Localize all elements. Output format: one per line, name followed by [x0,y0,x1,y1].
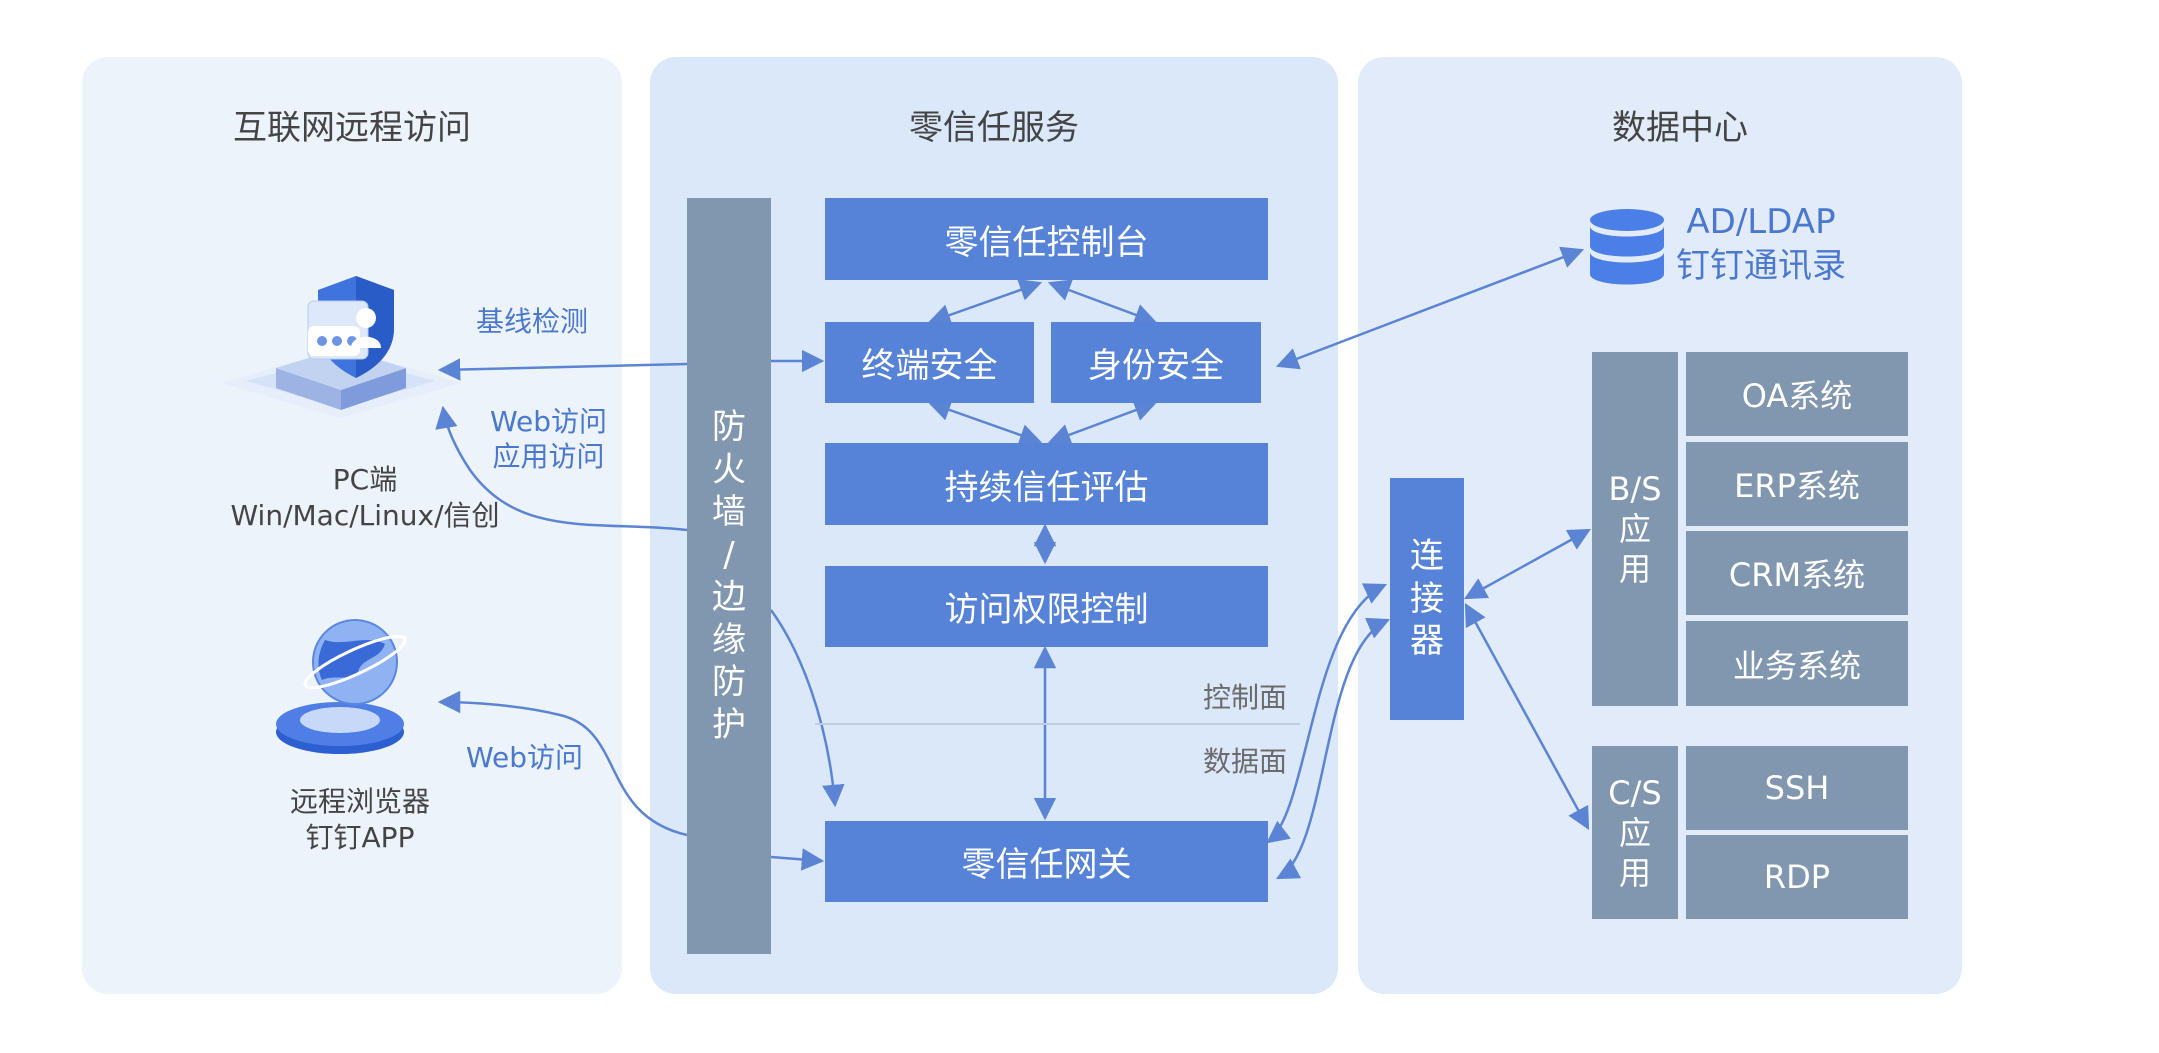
pc-shield-icon [221,276,461,418]
firewall-char: 边 [712,577,746,617]
zt-gateway-box: 零信任网关 [825,821,1268,902]
browser-client-line1: 远程浏览器 [289,785,430,818]
arrow-console-identity [1047,279,1158,326]
zt-console-box: 零信任控制台 [825,198,1268,280]
access-control-box: 访问权限控制 [825,566,1268,647]
web-app-access-label: Web访问 应用访问 [490,404,607,474]
firewall-char: 防 [712,662,746,702]
pc-client-line2: Win/Mac/Linux/信创 [230,499,500,533]
firewall-char: / [723,534,735,575]
firewall-edge-protection: 防 火 墙 / 边 缘 防 护 [687,198,771,954]
directory-label: AD/LDAP 钉钉通讯录 [1676,200,1846,288]
firewall-char: 防 [712,407,746,447]
web-access-text: Web访问 [490,405,608,438]
arrow-firewall-to-gateway-1 [769,609,845,808]
cs-side-line: C/S [1608,773,1662,812]
globe-icon [276,619,407,754]
directory-line2: 钉钉通讯录 [1676,246,1846,287]
pc-client-line1: PC端 [332,463,398,496]
firewall-char: 缘 [712,619,746,660]
arrow-connector-bs [1464,528,1591,600]
arrow-connector-cs [1464,603,1590,830]
cs-side-line: 用 [1618,853,1651,892]
arrow-baseline-to-pc [437,358,688,381]
browser-client-line2: 钉钉APP [305,821,415,855]
arrow-endpoint-trust [927,399,1043,446]
pc-client-label: PC端 Win/Mac/Linux/信创 [220,462,510,535]
arrow-pc-web-app-access [435,405,688,532]
datacenter-section-title: 数据中心 [1612,108,1748,148]
internet-access-panel [82,57,622,994]
connector-char: 器 [1410,621,1444,662]
cs-app-ssh: SSH [1686,746,1908,830]
bs-side-line: 用 [1618,550,1651,588]
arrow-browser-web-access [437,690,688,837]
cs-side-line: 应 [1618,813,1651,852]
identity-security-box: 身份安全 [1051,322,1261,403]
internet-section-title: 互联网远程访问 [233,108,471,148]
data-plane-label: 数据面 [1203,745,1288,778]
arrow-firewall-to-gateway-2 [770,848,825,871]
endpoint-security-box: 终端安全 [825,322,1034,403]
cs-app-rdp: RDP [1686,835,1908,919]
firewall-char: 火 [712,449,746,490]
arrow-identity-directory [1275,246,1585,370]
arrow-gateway-connector-2 [1276,617,1391,880]
arrow-identity-trust [1047,399,1158,446]
database-icon [1590,209,1664,285]
continuous-trust-eval-box: 持续信任评估 [825,443,1268,525]
connector-char: 接 [1410,578,1444,619]
connector-char: 连 [1410,536,1444,577]
bs-side-line: B/S [1608,470,1662,508]
cs-app-group-label: C/S 应 用 [1592,746,1678,919]
browser-web-access-label: Web访问 [466,741,584,774]
firewall-char: 护 [712,704,746,745]
browser-client-label: 远程浏览器 钉钉APP [240,784,480,857]
arrow-console-endpoint [927,279,1043,326]
baseline-detection-label: 基线检测 [476,305,589,338]
bs-app-erp: ERP系统 [1686,442,1908,526]
firewall-char: 墙 [712,492,746,532]
control-plane-label: 控制面 [1203,681,1288,714]
bs-side-line: 应 [1618,510,1651,548]
bs-app-group-label: B/S 应 用 [1592,352,1678,706]
connector-box: 连 接 器 [1390,478,1464,720]
directory-line1: AD/LDAP [1686,202,1836,242]
app-access-text: 应用访问 [492,440,605,473]
bs-app-oa: OA系统 [1686,352,1908,436]
zero-trust-section-title: 零信任服务 [909,108,1079,148]
bs-app-crm: CRM系统 [1686,531,1908,615]
bs-app-business: 业务系统 [1686,621,1908,706]
